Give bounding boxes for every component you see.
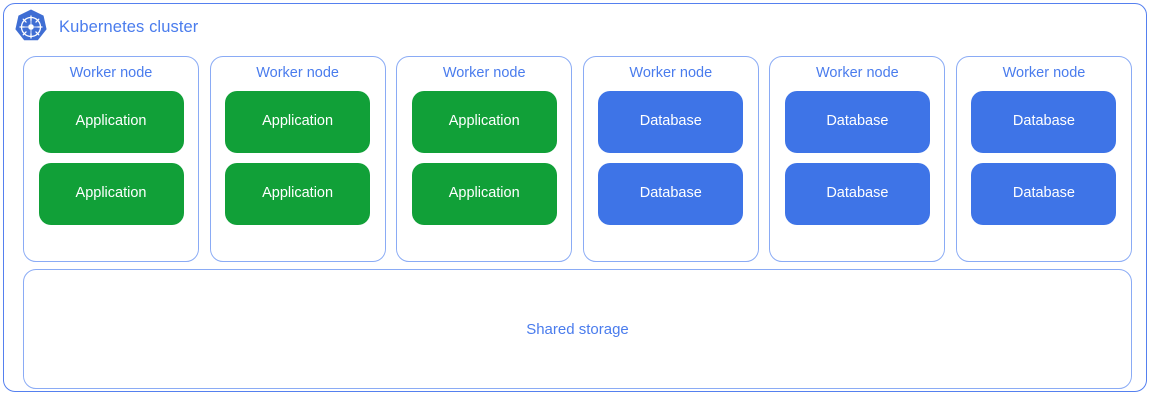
pod-list: Application Application xyxy=(397,90,571,225)
worker-node-label: Worker node xyxy=(1002,65,1086,81)
pod-list: Database Database xyxy=(770,90,944,225)
pod-list: Database Database xyxy=(957,90,1131,225)
pod-application[interactable]: Application xyxy=(411,90,557,153)
pod-database[interactable]: Database xyxy=(784,90,930,153)
worker-node-label: Worker node xyxy=(816,65,899,81)
worker-node-1[interactable]: Worker node Application Application xyxy=(23,56,199,262)
pod-database[interactable]: Database xyxy=(784,162,930,225)
worker-node-label: Worker node xyxy=(442,65,526,81)
worker-node-2[interactable]: Worker node Application Application xyxy=(209,56,386,262)
worker-node-label: Worker node xyxy=(629,65,713,81)
pod-list: Application Application xyxy=(211,90,385,225)
shared-storage-container[interactable]: Shared storage xyxy=(23,269,1132,389)
pod-application[interactable]: Application xyxy=(225,90,371,153)
pod-list: Database Database xyxy=(584,90,758,225)
pod-database[interactable]: Database xyxy=(598,162,744,225)
kubernetes-cluster-container: Kubernetes cluster Worker node Applicati… xyxy=(3,3,1147,392)
pod-application[interactable]: Application xyxy=(411,162,557,225)
pod-application[interactable]: Application xyxy=(38,162,184,225)
worker-nodes-row: Worker node Application Application Work… xyxy=(23,56,1132,262)
worker-node-5[interactable]: Worker node Database Database xyxy=(769,56,946,262)
worker-node-3[interactable]: Worker node Application Application xyxy=(396,56,573,262)
worker-node-label: Worker node xyxy=(69,65,153,81)
worker-node-6[interactable]: Worker node Database Database xyxy=(955,56,1132,262)
kubernetes-helm-icon xyxy=(12,8,50,46)
worker-node-4[interactable]: Worker node Database Database xyxy=(582,56,759,262)
worker-node-label: Worker node xyxy=(256,65,339,81)
cluster-header: Kubernetes cluster xyxy=(12,6,198,48)
pod-application[interactable]: Application xyxy=(225,162,371,225)
pod-database[interactable]: Database xyxy=(971,162,1117,225)
cluster-title: Kubernetes cluster xyxy=(59,17,199,36)
pod-database[interactable]: Database xyxy=(598,90,744,153)
pod-list: Application Application xyxy=(24,90,198,225)
pod-database[interactable]: Database xyxy=(971,90,1117,153)
shared-storage-label: Shared storage xyxy=(526,320,629,338)
pod-application[interactable]: Application xyxy=(38,90,184,153)
